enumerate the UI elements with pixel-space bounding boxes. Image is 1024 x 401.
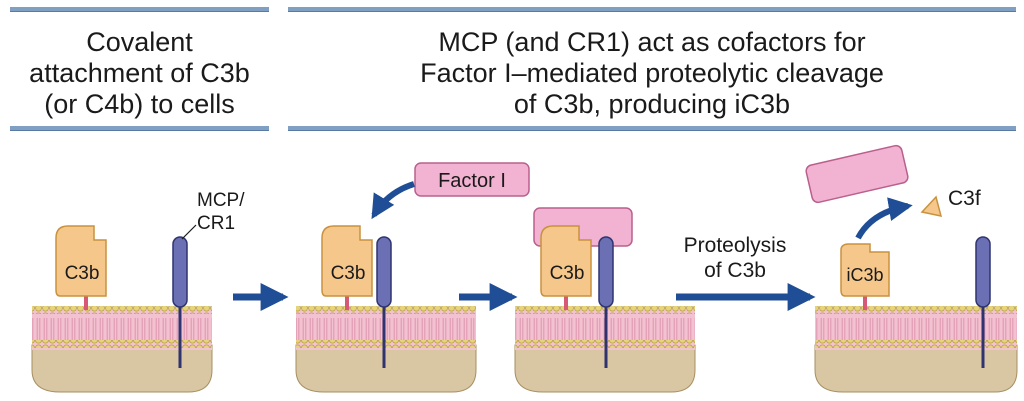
proteolysis-label-line-1: Proteolysis — [684, 234, 787, 257]
cell-4-lipid-heads-bottom — [815, 340, 1017, 348]
cell-3-body — [514, 344, 696, 393]
cell-2-receptor — [376, 236, 392, 308]
cell-4-ic3b-linker — [863, 296, 867, 310]
cell-4-lipid-heads-top — [815, 306, 1017, 314]
right-header-line-2: Factor I–mediated proteolytic cleavage — [420, 58, 884, 88]
left-header-title: Covalent attachment of C3b (or C4b) to c… — [10, 27, 269, 120]
cell-1-c3b-protein — [55, 225, 107, 297]
cell-1-lipid-heads-bottom — [32, 340, 212, 348]
cell-3: C3b — [514, 207, 696, 393]
c3f-fragment — [920, 195, 943, 217]
cell-1: C3b MCP/ CR1 — [31, 190, 245, 393]
cell-3-c3b-label: C3b — [550, 263, 585, 284]
factor-i-label: Factor I — [438, 170, 506, 192]
cell-1-c3b-linker — [84, 296, 88, 310]
cell-1-receptor — [172, 236, 188, 308]
cell-2-c3b-label: C3b — [331, 263, 366, 284]
cell-2-c3b-linker — [345, 296, 349, 310]
cell-4-ic3b-label: iC3b — [846, 265, 883, 285]
cell-1-lipid-tails — [32, 318, 212, 340]
cell-2: C3b Factor I — [295, 162, 530, 393]
cell-2-lipid-heads-bottom — [296, 340, 476, 348]
cell-1-lipid-heads-top — [32, 306, 212, 314]
cell-2-body — [295, 344, 477, 393]
cell-3-c3b-linker — [564, 296, 568, 310]
left-header-bottom-rule — [10, 126, 269, 131]
right-header-line-3: of C3b, producing iC3b — [513, 89, 791, 119]
c3f-label: C3f — [948, 187, 981, 210]
left-header-line-2: attachment of C3b — [29, 58, 250, 88]
cell-4-body — [814, 344, 1018, 393]
cell-3-receptor — [598, 236, 614, 308]
cell-1-c3b-label: C3b — [65, 263, 100, 284]
proteolysis-label-line-2: of C3b — [704, 259, 766, 282]
left-header-line-1: Covalent — [86, 27, 193, 57]
left-header-top-rule — [10, 7, 269, 12]
cell-4-ic3b-protein — [840, 243, 890, 297]
cell-4-lipid-tails — [815, 318, 1017, 340]
cell-1-body — [31, 344, 213, 393]
cell-2-lipid-tails — [296, 318, 476, 340]
cell-2-c3b-protein — [321, 225, 373, 297]
cell-4-receptor — [975, 236, 991, 308]
cell-3-c3b-protein — [540, 225, 592, 297]
right-header-bottom-rule — [288, 126, 1016, 131]
released-factor-i — [805, 144, 909, 204]
right-header-line-1: MCP (and CR1) act as cofactors for — [438, 27, 866, 57]
mcp-label-line-2: CR1 — [197, 213, 235, 234]
c3f-release-arrow — [855, 197, 913, 240]
mcp-label-line-1: MCP/ — [197, 190, 245, 211]
factor-i-box — [414, 162, 530, 197]
cell-1-receptor-leader — [181, 224, 197, 240]
right-header-top-rule — [288, 7, 1016, 12]
right-header-title: MCP (and CR1) act as cofactors for Facto… — [288, 27, 1016, 120]
left-header-line-3: (or C4b) to cells — [44, 89, 235, 119]
factor-i-arrow — [371, 181, 415, 220]
cell-4: iC3b C3f — [805, 144, 1018, 393]
cell-2-lipid-heads-top — [296, 306, 476, 314]
